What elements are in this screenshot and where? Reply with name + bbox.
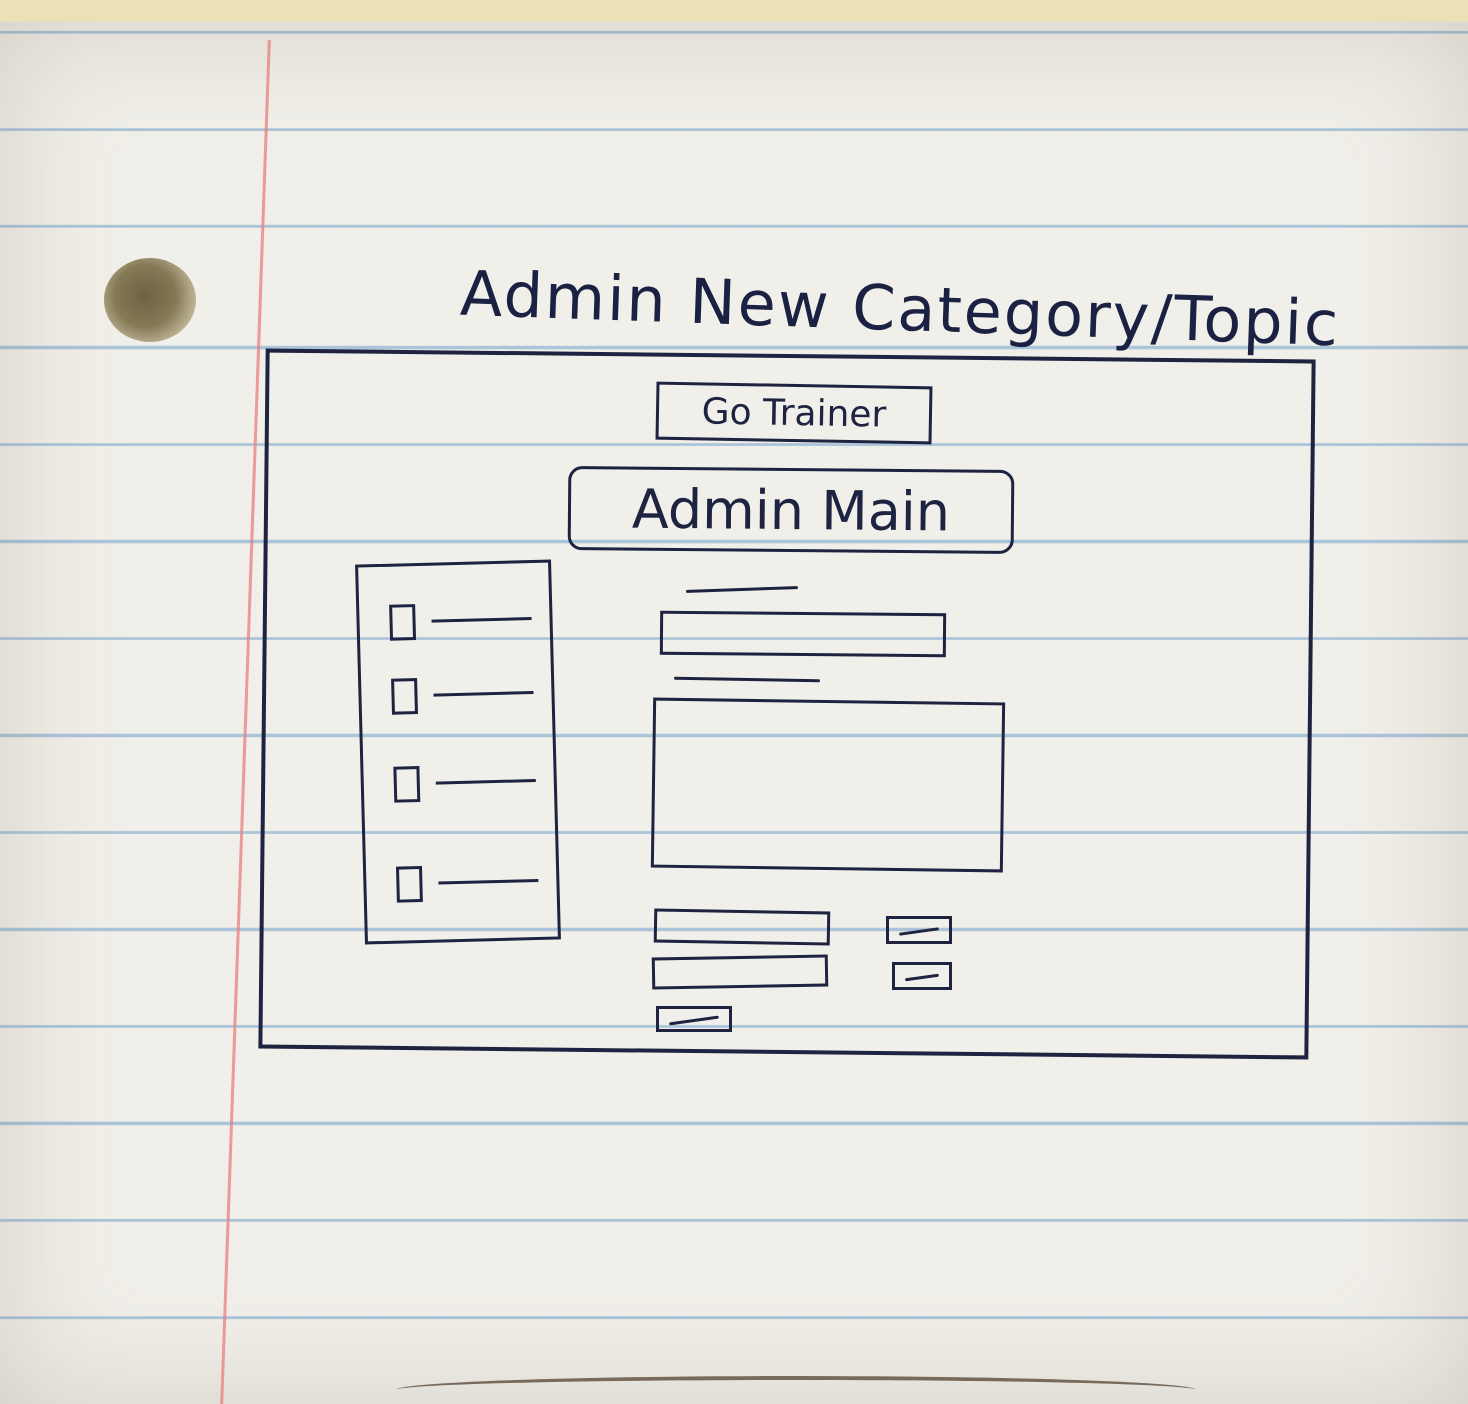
sidebar-item-label xyxy=(433,691,534,697)
sidebar-item-label xyxy=(431,617,532,623)
sidebar-item-4[interactable] xyxy=(395,859,547,903)
binder-hole xyxy=(104,258,196,342)
button-label-scribble xyxy=(669,1015,719,1026)
square-icon xyxy=(393,766,421,803)
description-textarea[interactable] xyxy=(650,697,1006,873)
button-label-scribble xyxy=(904,973,940,982)
category-name-input[interactable] xyxy=(659,610,947,658)
admin-main-button[interactable]: Admin Main xyxy=(567,466,1015,554)
add-topic-button-2[interactable] xyxy=(892,962,952,990)
sidebar-item-label xyxy=(435,778,536,785)
square-icon xyxy=(391,678,418,715)
button-label-scribble xyxy=(898,927,940,936)
cut-off-handwriting xyxy=(396,1376,1196,1404)
topic-input-2[interactable] xyxy=(651,954,829,990)
submit-button[interactable] xyxy=(656,1006,732,1032)
sidebar-item-label xyxy=(438,878,539,885)
go-trainer-button[interactable]: Go Trainer xyxy=(655,381,933,445)
topic-input-1[interactable] xyxy=(653,908,831,946)
square-icon xyxy=(389,604,417,641)
add-topic-button-1[interactable] xyxy=(886,916,952,944)
sidebar-item-3[interactable] xyxy=(393,759,544,803)
sidebar-item-1[interactable] xyxy=(389,597,540,641)
sidebar-item-2[interactable] xyxy=(391,671,542,715)
sidebar xyxy=(355,559,561,945)
square-icon xyxy=(395,865,423,903)
